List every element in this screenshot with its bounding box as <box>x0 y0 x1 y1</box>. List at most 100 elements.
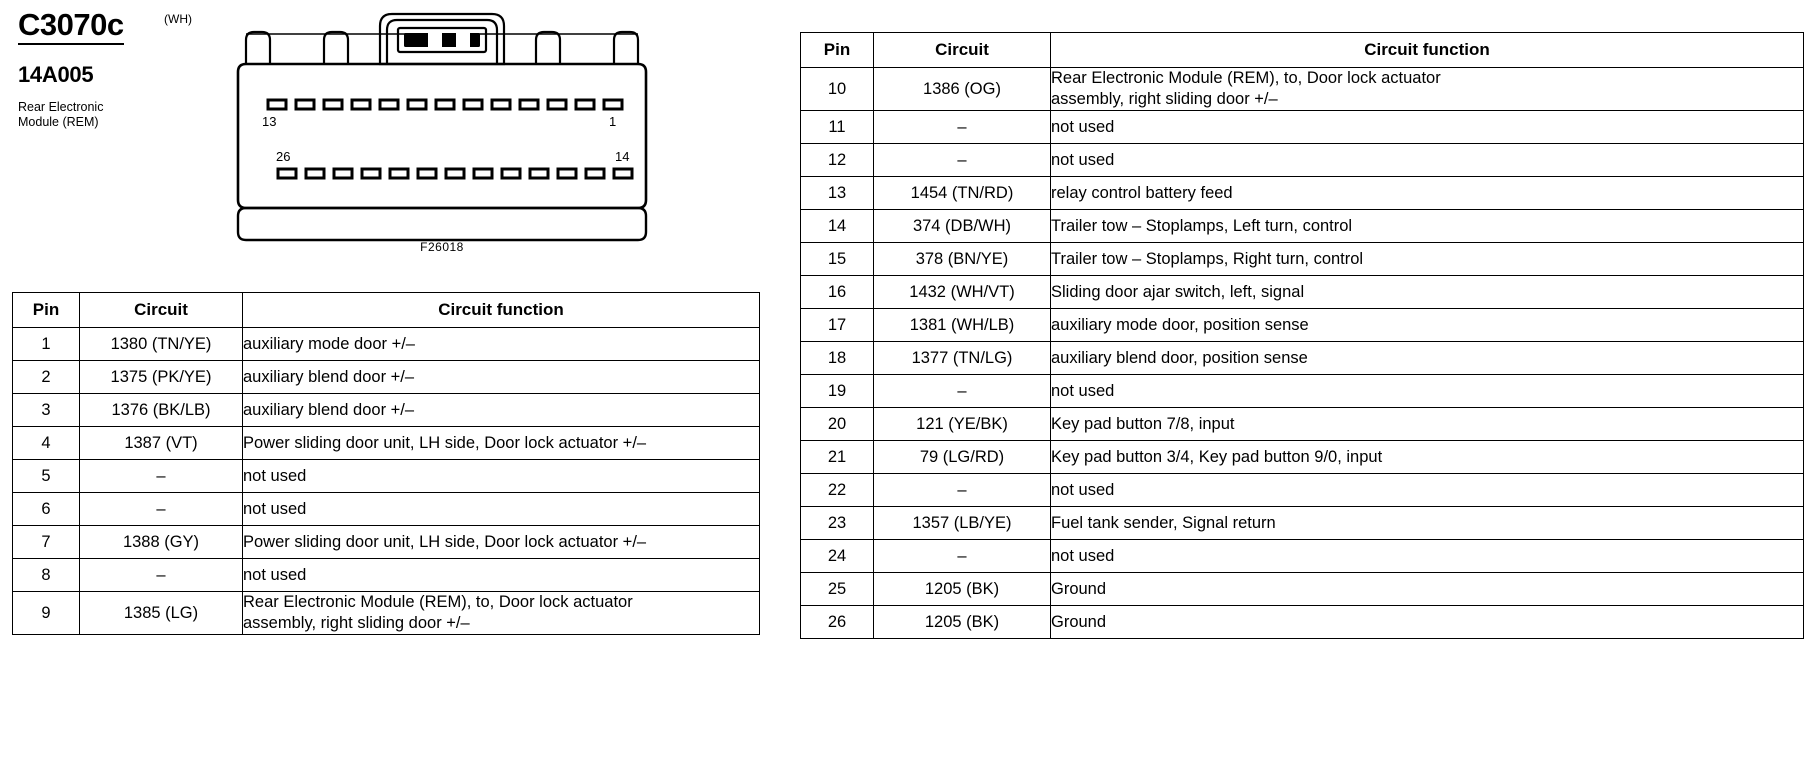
table-row: 19–not used <box>800 374 1804 408</box>
cell-function: Ground <box>1050 605 1804 639</box>
cell-pin: 10 <box>800 67 874 111</box>
cell-function: Key pad button 7/8, input <box>1050 407 1804 441</box>
column-header-function: Circuit function <box>242 292 760 328</box>
cell-pin: 2 <box>12 360 80 394</box>
cell-circuit: 1387 (VT) <box>79 426 243 460</box>
cell-function: not used <box>242 459 760 493</box>
cell-pin: 15 <box>800 242 874 276</box>
table-row: 5–not used <box>12 459 760 493</box>
connector-figure-code: F26018 <box>420 240 464 254</box>
cell-pin: 7 <box>12 525 80 559</box>
table-row: 11–not used <box>800 110 1804 144</box>
cell-pin: 16 <box>800 275 874 309</box>
module-name: Rear Electronic Module (REM) <box>18 100 228 130</box>
cell-function: Rear Electronic Module (REM), to, Door l… <box>242 591 760 635</box>
pin-label-14: 14 <box>615 149 630 164</box>
cell-circuit: 1381 (WH/LB) <box>873 308 1051 342</box>
cell-circuit: – <box>873 110 1051 144</box>
cell-pin: 17 <box>800 308 874 342</box>
cell-circuit: 1377 (TN/LG) <box>873 341 1051 375</box>
cell-function: Ground <box>1050 572 1804 606</box>
connector-color-code: (WH) <box>164 12 192 26</box>
column-header-function: Circuit function <box>1050 32 1804 68</box>
cell-circuit: 121 (YE/BK) <box>873 407 1051 441</box>
cell-function: auxiliary mode door +/– <box>242 327 760 361</box>
cell-circuit: 79 (LG/RD) <box>873 440 1051 474</box>
cell-circuit: – <box>873 473 1051 507</box>
cell-function: not used <box>242 492 760 526</box>
cell-circuit: 1357 (LB/YE) <box>873 506 1051 540</box>
cell-circuit: 1386 (OG) <box>873 67 1051 111</box>
cell-function: not used <box>1050 143 1804 177</box>
pin-label-1: 1 <box>609 114 617 129</box>
part-number: 14A005 <box>18 62 94 87</box>
cell-pin: 21 <box>800 440 874 474</box>
cell-function-line: Rear Electronic Module (REM), to, Door l… <box>243 593 633 611</box>
cell-pin: 9 <box>12 591 80 635</box>
cell-pin: 6 <box>12 492 80 526</box>
cell-circuit: 1205 (BK) <box>873 572 1051 606</box>
cell-circuit: – <box>79 558 243 592</box>
table-row: 12–not used <box>800 143 1804 177</box>
table-header-row: Pin Circuit Circuit function <box>800 32 1804 68</box>
connector-id: C3070c <box>18 8 124 45</box>
cell-pin: 1 <box>12 327 80 361</box>
cell-function: not used <box>1050 110 1804 144</box>
cell-function: Fuel tank sender, Signal return <box>1050 506 1804 540</box>
column-header-pin: Pin <box>12 292 80 328</box>
cell-pin: 25 <box>800 572 874 606</box>
cell-pin: 26 <box>800 605 874 639</box>
cell-pin: 22 <box>800 473 874 507</box>
cell-function: Rear Electronic Module (REM), to, Door l… <box>1050 67 1804 111</box>
cell-function: auxiliary blend door +/– <box>242 393 760 427</box>
table-row: 6–not used <box>12 492 760 526</box>
cell-circuit: 1376 (BK/LB) <box>79 393 243 427</box>
cell-pin: 11 <box>800 110 874 144</box>
column-header-circuit: Circuit <box>79 292 243 328</box>
cell-circuit: – <box>79 459 243 493</box>
cell-pin: 14 <box>800 209 874 243</box>
cell-function: Trailer tow – Stoplamps, Right turn, con… <box>1050 242 1804 276</box>
cell-circuit: 1380 (TN/YE) <box>79 327 243 361</box>
cell-circuit: – <box>79 492 243 526</box>
cell-function: Power sliding door unit, LH side, Door l… <box>242 525 760 559</box>
column-header-pin: Pin <box>800 32 874 68</box>
connector-id-row: C3070c (WH) <box>18 8 228 50</box>
cell-circuit: 374 (DB/WH) <box>873 209 1051 243</box>
module-name-line2: Module (REM) <box>18 115 99 129</box>
cell-circuit: 1432 (WH/VT) <box>873 275 1051 309</box>
connector-diagram: 13 1 26 14 <box>232 4 652 264</box>
cell-pin: 18 <box>800 341 874 375</box>
cell-circuit: – <box>873 374 1051 408</box>
cell-function: Power sliding door unit, LH side, Door l… <box>242 426 760 460</box>
cell-pin: 4 <box>12 426 80 460</box>
cell-function: auxiliary blend door +/– <box>242 360 760 394</box>
cell-circuit: – <box>873 143 1051 177</box>
cell-function: Sliding door ajar switch, left, signal <box>1050 275 1804 309</box>
cell-circuit: 378 (BN/YE) <box>873 242 1051 276</box>
cell-circuit: 1388 (GY) <box>79 525 243 559</box>
cell-function-line: assembly, right sliding door +/– <box>1051 90 1278 108</box>
cell-function: not used <box>1050 473 1804 507</box>
cell-pin: 20 <box>800 407 874 441</box>
